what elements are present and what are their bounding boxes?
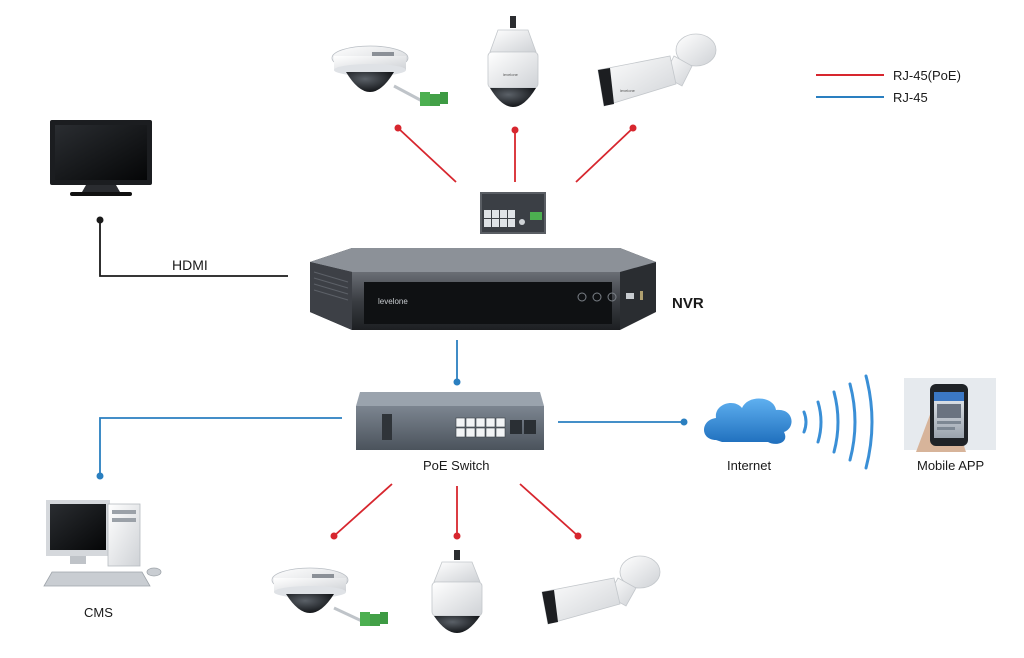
dot	[574, 532, 582, 540]
poe-link-bottom-right	[519, 483, 579, 537]
mobile-app-label: Mobile APP	[917, 458, 984, 473]
desktop-pc-icon	[43, 500, 162, 587]
legend-poe-label: RJ-45(PoE)	[893, 68, 961, 83]
dome-camera-icon	[271, 567, 388, 626]
svg-text:levelone: levelone	[503, 72, 519, 77]
dot	[629, 124, 637, 132]
hdmi-link	[99, 220, 288, 277]
poe-link-bottom-left	[333, 483, 393, 537]
nvr-brand-logo: levelone	[378, 297, 408, 306]
dot	[453, 378, 461, 386]
dome-camera-icon	[331, 45, 448, 106]
dot	[96, 216, 104, 224]
legend: RJ-45(PoE) RJ-45	[816, 68, 961, 105]
poe-switch-icon	[356, 392, 544, 450]
nvr-label: NVR	[672, 295, 704, 312]
bullet-camera-icon	[541, 555, 661, 625]
dot	[680, 418, 688, 426]
dot	[96, 472, 104, 480]
dot	[330, 532, 338, 540]
nvr-rear-panel-icon	[480, 192, 546, 234]
connection-dots	[96, 124, 688, 540]
wifi-waves-icon	[802, 374, 874, 470]
smartphone-icon	[904, 378, 996, 452]
hdmi-label: HDMI	[172, 257, 208, 273]
dot	[511, 126, 519, 134]
dot	[394, 124, 402, 132]
rj45-link-cms	[99, 417, 342, 476]
poe-switch-label: PoE Switch	[423, 458, 489, 473]
poe-link-top-left	[397, 127, 457, 183]
speed-dome-camera-icon: levelone	[487, 16, 539, 107]
cms-label: CMS	[84, 605, 113, 620]
speed-dome-camera-icon	[431, 550, 483, 633]
connections	[99, 127, 684, 537]
cloud-icon	[704, 398, 792, 444]
internet-label: Internet	[727, 458, 771, 473]
bullet-camera-icon: levelone	[597, 33, 717, 107]
nvr-icon: levelone	[310, 248, 656, 330]
poe-link-top-right	[575, 127, 634, 183]
dot	[453, 532, 461, 540]
tv-monitor-icon	[50, 120, 152, 196]
svg-text:levelone: levelone	[620, 88, 636, 93]
legend-rj45-label: RJ-45	[893, 90, 928, 105]
